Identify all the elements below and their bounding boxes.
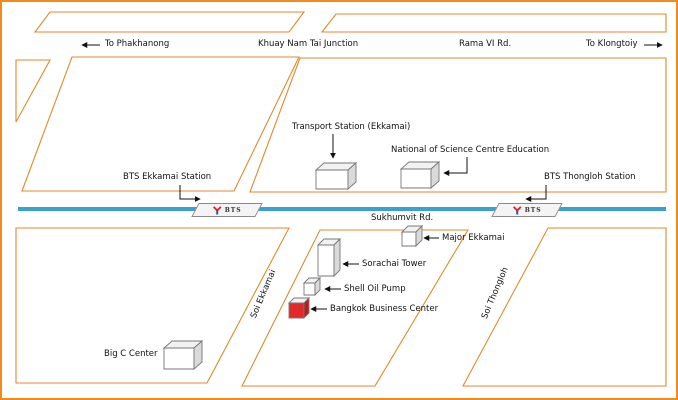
block-top-left-edge — [15, 59, 51, 123]
bts-badge-text: BTS — [224, 206, 242, 214]
road-to-phakhanong: To Phakhanong — [105, 39, 170, 49]
arrow-ekkamai-station — [179, 185, 201, 202]
label-major-ekkamai: Major Ekkamai — [442, 233, 505, 243]
label-transport-station: Transport Station (Ekkamai) — [292, 122, 411, 132]
bts-badge-ekkamai: BTS — [191, 203, 263, 217]
building-science-centre — [399, 161, 441, 189]
block-upper-left — [21, 56, 300, 192]
arrow-thongloh-station — [525, 185, 547, 202]
arrow-science-centre — [443, 157, 468, 176]
road-to-klongtoiy: To Klongtoiy — [586, 39, 638, 49]
building-transport-station — [314, 162, 358, 190]
road-sukhumvit: Sukhumvit Rd. — [371, 213, 434, 223]
block-top-right-strip — [320, 13, 667, 33]
block-lower-right — [462, 227, 667, 387]
building-major-ekkamai — [400, 224, 424, 248]
block-top-left-strip — [33, 11, 306, 33]
building-big-c-center — [162, 340, 204, 370]
bts-logo-icon — [212, 205, 222, 215]
bts-badge-thongloh: BTS — [491, 203, 563, 217]
bts-badge-text: BTS — [524, 206, 542, 214]
label-bts-ekkamai-station: BTS Ekkamai Station — [123, 172, 212, 182]
road-khuay-nam-tai-junction: Khuay Nam Tai Junction — [258, 39, 359, 49]
block-upper-right — [249, 57, 667, 193]
label-science-centre: National of Science Centre Education — [391, 145, 550, 155]
label-bts-thongloh-station: BTS Thongloh Station — [544, 172, 636, 182]
building-bangkok-business-center — [287, 296, 311, 320]
block-lower-left — [15, 227, 290, 384]
label-shell-oil-pump: Shell Oil Pump — [344, 284, 406, 294]
road-rama-vi: Rama VI Rd. — [459, 39, 512, 49]
bts-logo-icon — [512, 205, 522, 215]
label-bangkok-business-center: Bangkok Business Center — [330, 304, 439, 314]
label-sorachai-tower: Sorachai Tower — [362, 259, 427, 269]
building-sorachai-tower — [316, 237, 342, 278]
building-shell-oil-pump — [302, 276, 322, 297]
label-big-c-center: Big C Center — [104, 349, 158, 359]
